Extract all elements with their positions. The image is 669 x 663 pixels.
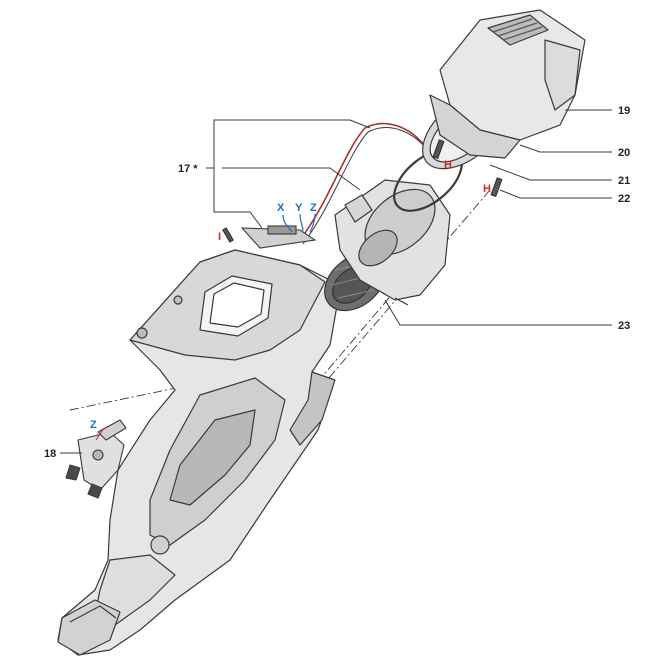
bracket-17-bar: [213, 119, 222, 213]
screw-h-lower: [490, 177, 503, 198]
housing-button: [150, 535, 170, 555]
connector-label-x: X: [277, 202, 285, 214]
dust-cup-clip: [544, 39, 581, 111]
screw-h-upper: [432, 139, 445, 160]
part-labels: 17 * 18 19 20 21 22 23: [44, 105, 630, 460]
housing-cavity-shadow: [169, 409, 256, 506]
connector-label-z-lower: Z: [90, 419, 97, 431]
lead-z: [309, 213, 316, 233]
screw-labels: H H I: [218, 159, 491, 243]
part-label-19: 19: [618, 105, 630, 117]
lead-x: [282, 214, 293, 233]
dust-cup-lid: [429, 94, 521, 159]
motor-assembly: [334, 179, 451, 306]
part-label-23: 23: [618, 320, 630, 332]
screws-h: [432, 139, 503, 198]
leader-21: [489, 164, 612, 181]
housing-window-inner: [209, 282, 265, 328]
leader-17-bottom: [222, 211, 263, 229]
part-label-20: 20: [618, 147, 630, 159]
leader-17-mid: [222, 167, 361, 191]
housing-screw-boss: [136, 327, 148, 339]
connector-label-y: Y: [295, 202, 303, 214]
grille-lines: [492, 18, 543, 41]
leader-23: [384, 299, 612, 326]
motor-shaft: [394, 297, 409, 306]
connector-label-z-upper: Z: [310, 202, 317, 214]
motor-shaft-plate: [358, 229, 398, 267]
leader-22: [499, 189, 612, 199]
housing-neck: [94, 554, 176, 626]
motor-wire-harness: [299, 122, 429, 241]
control-board: [240, 225, 317, 249]
plug-wire: [95, 427, 105, 441]
plug-prong-1: [65, 464, 81, 481]
control-board-switch: [267, 225, 297, 235]
leader-17-top: [222, 119, 371, 129]
connector-labels: X Y Z Z: [90, 202, 317, 431]
motor-bracket: [344, 194, 373, 223]
screw-label-h-lower: H: [483, 183, 491, 195]
plug-connector: [97, 419, 127, 441]
motor-wire-harness-2: [302, 127, 432, 245]
plug-socket: [92, 449, 104, 461]
bracket-17: [206, 119, 222, 213]
charger-plug: [65, 419, 127, 499]
housing-screw-boss-2: [173, 295, 183, 305]
connector-leads: [282, 213, 316, 233]
lead-y: [299, 213, 304, 232]
main-housing: [57, 249, 339, 656]
screw-label-h-upper: H: [444, 159, 452, 171]
part-label-22: 22: [618, 193, 630, 205]
leader-20: [519, 144, 612, 153]
part-label-17: 17 *: [178, 163, 198, 175]
screw-i: [222, 227, 234, 243]
housing-side-rib: [289, 371, 336, 446]
housing-nozzle-tip: [57, 599, 121, 656]
housing-nozzle-band: [69, 605, 117, 623]
screw-label-i: I: [218, 231, 221, 243]
leader-lines: [60, 109, 612, 454]
part-label-18: 18: [44, 448, 56, 460]
dust-cup: [429, 9, 586, 159]
dust-cup-grille: [487, 14, 549, 46]
plug-prong-2: [87, 483, 103, 499]
part-label-21: 21: [618, 175, 630, 187]
